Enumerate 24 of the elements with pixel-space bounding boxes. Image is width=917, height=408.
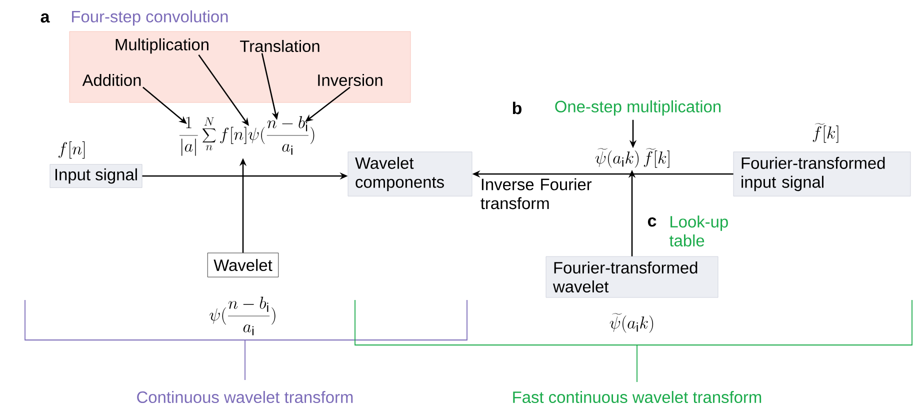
step-label: Addition [82, 74, 141, 86]
annotation: Look-up table [669, 216, 728, 246]
formula: $\widetilde{f}[k]$ [812, 123, 838, 143]
process-box: Wavelet [207, 252, 279, 278]
bracket-label: Fast continuous wavelet transform [513, 390, 762, 404]
formula: $f[n]$ [58, 141, 85, 159]
step-label: Multiplication [116, 38, 208, 54]
panel-letter: a [40, 13, 50, 23]
process-box: Fourier-transformed wavelet [546, 256, 718, 298]
panel-letter: b [512, 102, 522, 114]
panel-letter: c [648, 217, 656, 227]
step-label: Translation [240, 40, 320, 52]
process-box: Fourier-transformed input signal [733, 152, 911, 196]
formula: $\widetilde{\psi}(a_\mathrm{i}k)$ [610, 313, 654, 333]
section-heading: One-step multiplication [555, 100, 720, 116]
bracket-label: Continuous wavelet transform [137, 390, 353, 404]
formula: $\frac{1}{|a|}\sum_{n}^{N} f[n]\psi(\frac{n-b_\mathrm{i}}{a_\mathrm{i}})$ [179, 116, 314, 156]
process-box: Wavelet components [348, 152, 472, 196]
formula: $\widetilde{\psi}(a_\mathrm{i}k)\,\widetilde{f}[k]$ [595, 148, 670, 168]
panel-heading: Four-step convolution [72, 10, 228, 26]
formula: $\psi(\frac{n-b_\mathrm{i}}{a_\mathrm{i}})$ [210, 296, 276, 336]
process-box: Input signal [50, 164, 142, 188]
edge-label: Inverse Fourier transform [480, 178, 592, 210]
step-label: Inversion [318, 74, 382, 86]
